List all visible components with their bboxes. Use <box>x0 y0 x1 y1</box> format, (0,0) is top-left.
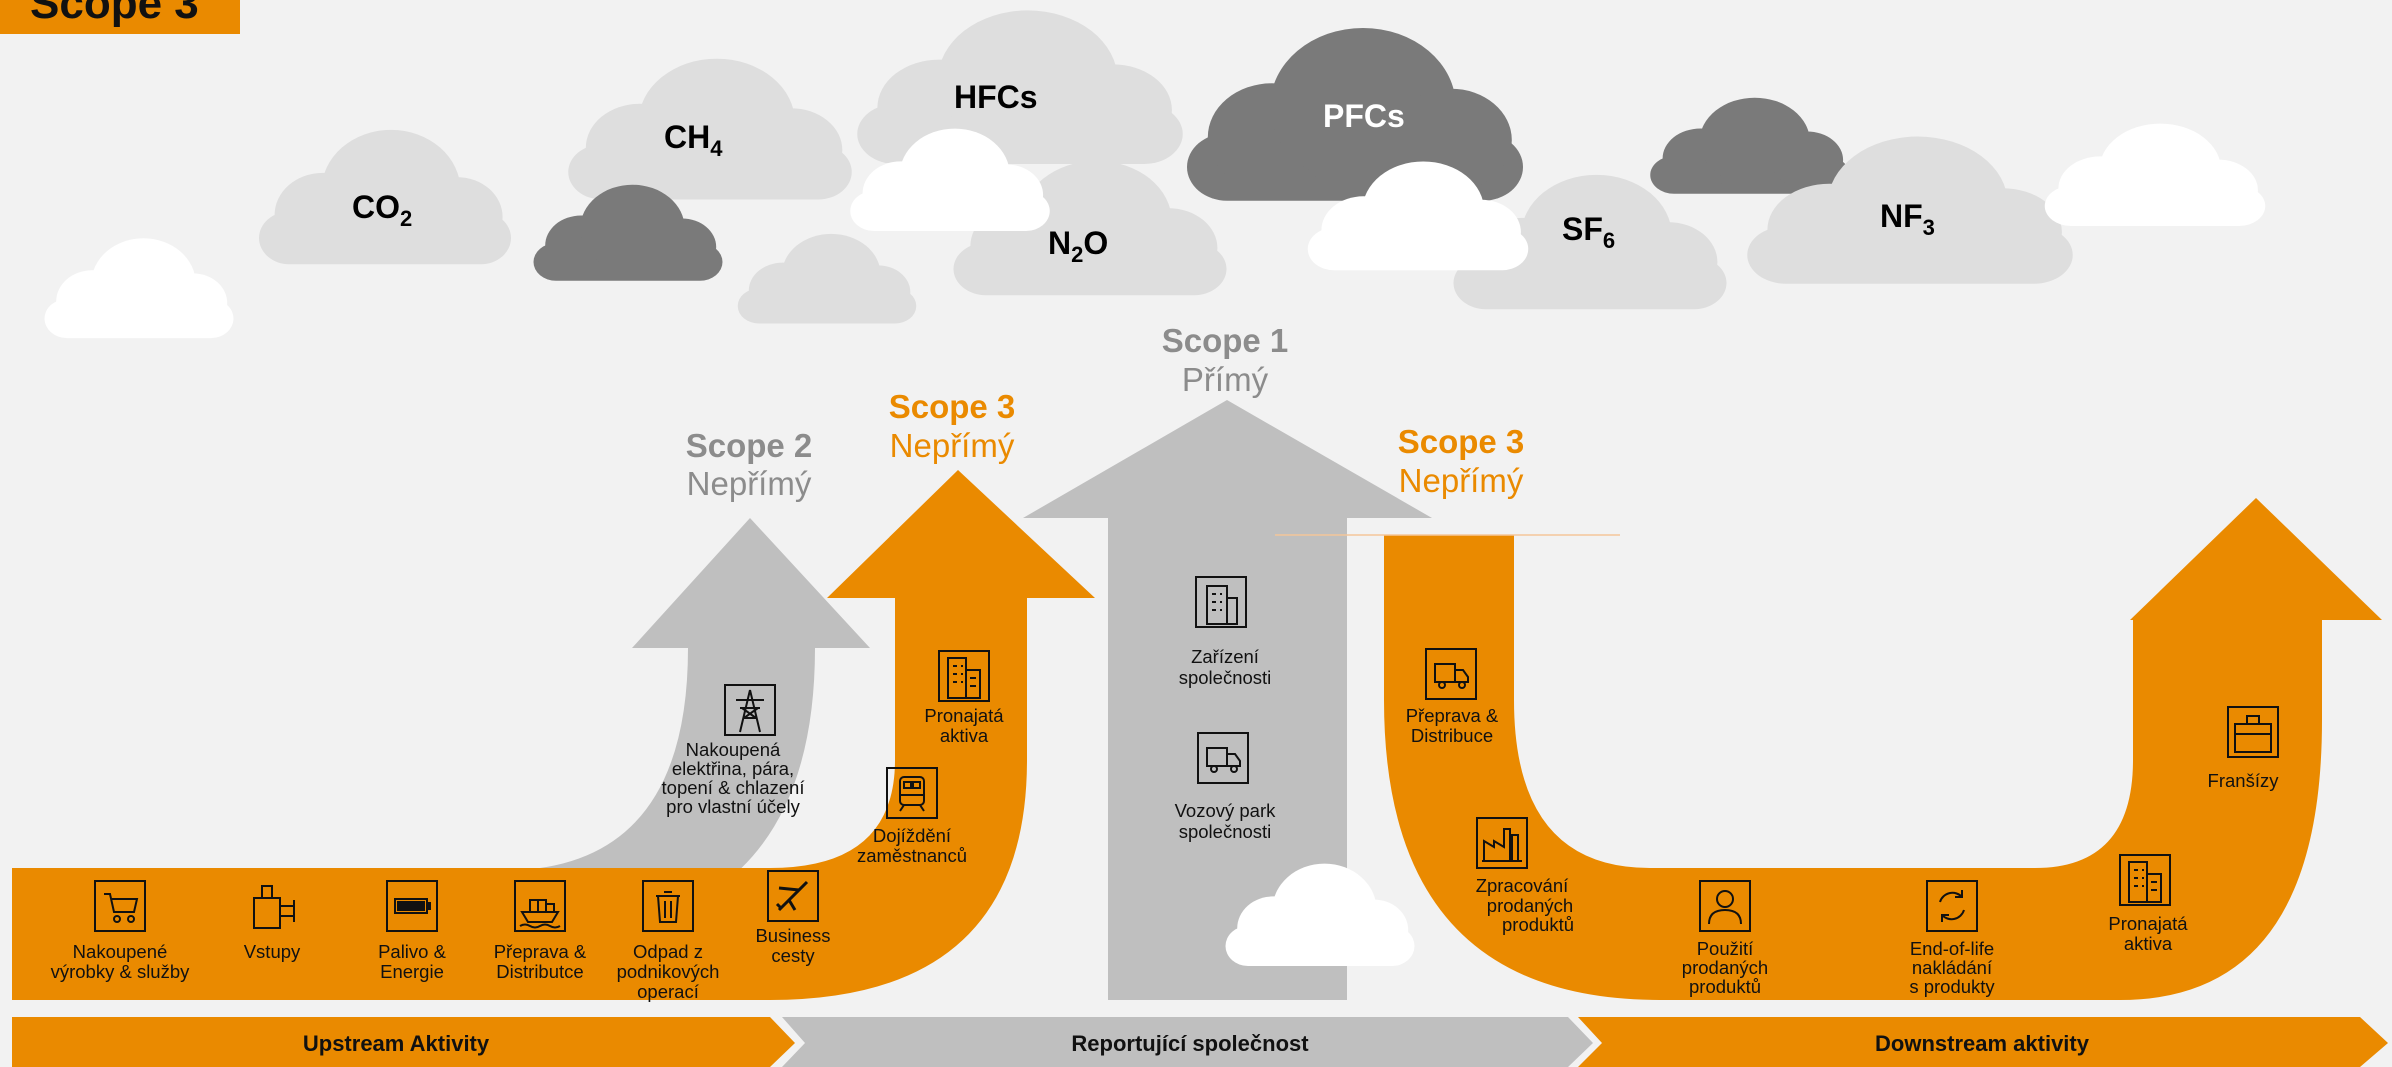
label-inputs: Vstupy <box>244 941 301 962</box>
dark-cloud <box>1650 97 1850 194</box>
recycle-icon <box>1926 880 1978 932</box>
office-building-icon <box>2119 854 2171 906</box>
scope2-subtitle: Nepřímý <box>687 465 812 502</box>
light-cloud <box>737 233 917 324</box>
band-company-label: Reportující společnost <box>1071 1031 1309 1056</box>
delivery-truck-icon <box>1425 648 1477 700</box>
factory-icon <box>1476 817 1528 869</box>
band-upstream <box>12 1017 795 1067</box>
delivery-truck-icon <box>1197 732 1249 784</box>
clouds <box>44 10 2266 339</box>
gas-hfcs: HFCs <box>954 79 1038 115</box>
scope1-title: Scope 1 <box>1162 322 1289 359</box>
band-upstream-label: Upstream Aktivity <box>303 1031 490 1056</box>
gas-n2o: N2O <box>1048 225 1108 267</box>
page-title: Scope 3 <box>30 0 199 28</box>
scope3-up-subtitle: Nepřímý <box>890 427 1015 464</box>
scope2-arrow <box>520 518 870 936</box>
label-transport-down: Přeprava &Distribuce <box>1406 705 1499 746</box>
band-downstream-label: Downstream aktivity <box>1875 1031 2090 1056</box>
downstream-arrow <box>1384 498 2382 1000</box>
shopping-cart-icon <box>94 880 146 932</box>
person-icon <box>1699 880 1751 932</box>
white-cloud <box>44 238 234 339</box>
scope3-down-subtitle: Nepřímý <box>1399 462 1524 499</box>
gas-sf6: SF6 <box>1562 211 1615 253</box>
gas-co2: CO2 <box>352 189 412 231</box>
trash-bin-icon <box>642 880 694 932</box>
title-tab <box>0 0 240 34</box>
scope3-down-title: Scope 3 <box>1398 423 1525 460</box>
label-franchise: Franšízy <box>2208 770 2280 791</box>
upstream-arrow <box>12 470 1095 1000</box>
scope1-subtitle: Přímý <box>1182 361 1269 398</box>
cargo-ship-icon <box>514 880 566 932</box>
shopping-bag-icon <box>2227 706 2279 758</box>
battery-icon <box>386 880 438 932</box>
label-transport-up: Přeprava &Distributce <box>494 941 587 982</box>
white-cloud <box>2044 123 2266 226</box>
gas-nf3: NF3 <box>1880 198 1935 240</box>
power-pylon-icon <box>724 684 776 736</box>
office-building-icon <box>938 650 990 702</box>
band-downstream <box>1578 1017 2388 1067</box>
train-icon <box>886 767 938 819</box>
gas-pfcs: PFCs <box>1323 98 1405 134</box>
band-company <box>782 1017 1593 1067</box>
gas-ch4: CH4 <box>664 119 723 161</box>
airplane-icon <box>767 870 819 922</box>
scope1-arrow <box>1023 400 1432 1000</box>
building-icon <box>1195 576 1247 628</box>
factory-machine-icon <box>253 885 295 929</box>
label-fuel: Palivo &Energie <box>378 941 447 982</box>
scope3-up-title: Scope 3 <box>889 388 1016 425</box>
scope2-title: Scope 2 <box>686 427 813 464</box>
